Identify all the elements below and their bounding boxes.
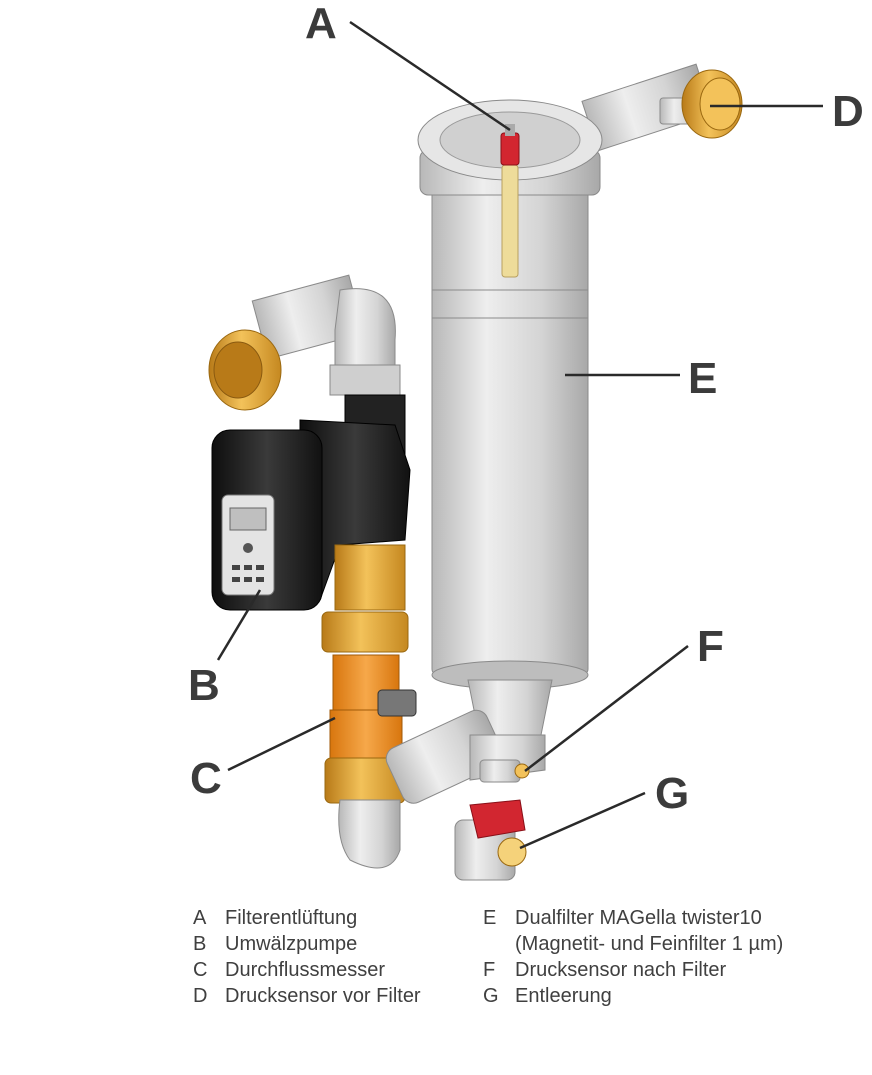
legend-text: Filterentlüftung (225, 907, 358, 929)
legend-text: Entleerung (515, 985, 612, 1007)
filter-vent (500, 124, 520, 278)
legend-item: D Drucksensor vor Filter (193, 983, 421, 1009)
legend-item: (Magnetit- und Feinfilter 1 µm) (483, 931, 783, 957)
legend-text: Drucksensor vor Filter (225, 985, 421, 1007)
inlet-elbow (208, 274, 401, 411)
callout-b: B (188, 661, 220, 710)
legend-key: A (193, 907, 207, 929)
legend-item: B Umwälzpumpe (193, 931, 421, 957)
callout-f: F (697, 622, 724, 671)
legend-text: Umwälzpumpe (225, 933, 358, 955)
product-diagram: A D E B F C G (188, 0, 864, 881)
legend-text: Dualfilter MAGella twister10 (515, 907, 762, 929)
legend-item: C Durchflussmesser (193, 957, 421, 983)
legend-key: B (193, 933, 207, 955)
circulation-pump (211, 394, 411, 611)
legend-key: E (483, 907, 497, 929)
legend-item: E Dualfilter MAGella twister10 (483, 905, 783, 931)
legend-text: (Magnetit- und Feinfilter 1 µm) (515, 933, 784, 955)
flow-meter (321, 544, 417, 804)
drain-valve (469, 799, 527, 867)
legend-item: G Entleerung (483, 983, 783, 1009)
callout-c: C (190, 754, 222, 803)
legend-text: Durchflussmesser (225, 959, 386, 981)
legend-key (483, 931, 515, 957)
callout-d: D (832, 87, 864, 136)
legend-key: D (193, 985, 208, 1007)
legend-text: Drucksensor nach Filter (515, 959, 727, 981)
pressure-sensor-before-filter (659, 69, 743, 139)
pressure-sensor-after-filter (479, 759, 530, 783)
dualfilter-housing (417, 63, 713, 741)
legend-key: C (193, 959, 208, 981)
legend-left: A Filterentlüftung B Umwälzpumpe C Durch… (193, 905, 421, 1009)
callout-g: G (655, 769, 689, 818)
callout-e: E (688, 354, 717, 403)
legend-key: F (483, 959, 496, 981)
legend-item: A Filterentlüftung (193, 905, 421, 931)
bottom-manifold (338, 709, 546, 881)
legend-key: G (483, 985, 499, 1007)
leader-lines (216, 20, 823, 850)
callout-a: A (305, 0, 337, 48)
legend-right: E Dualfilter MAGella twister10 (Magnetit… (483, 905, 783, 1009)
legend-item: F Drucksensor nach Filter (483, 957, 783, 983)
